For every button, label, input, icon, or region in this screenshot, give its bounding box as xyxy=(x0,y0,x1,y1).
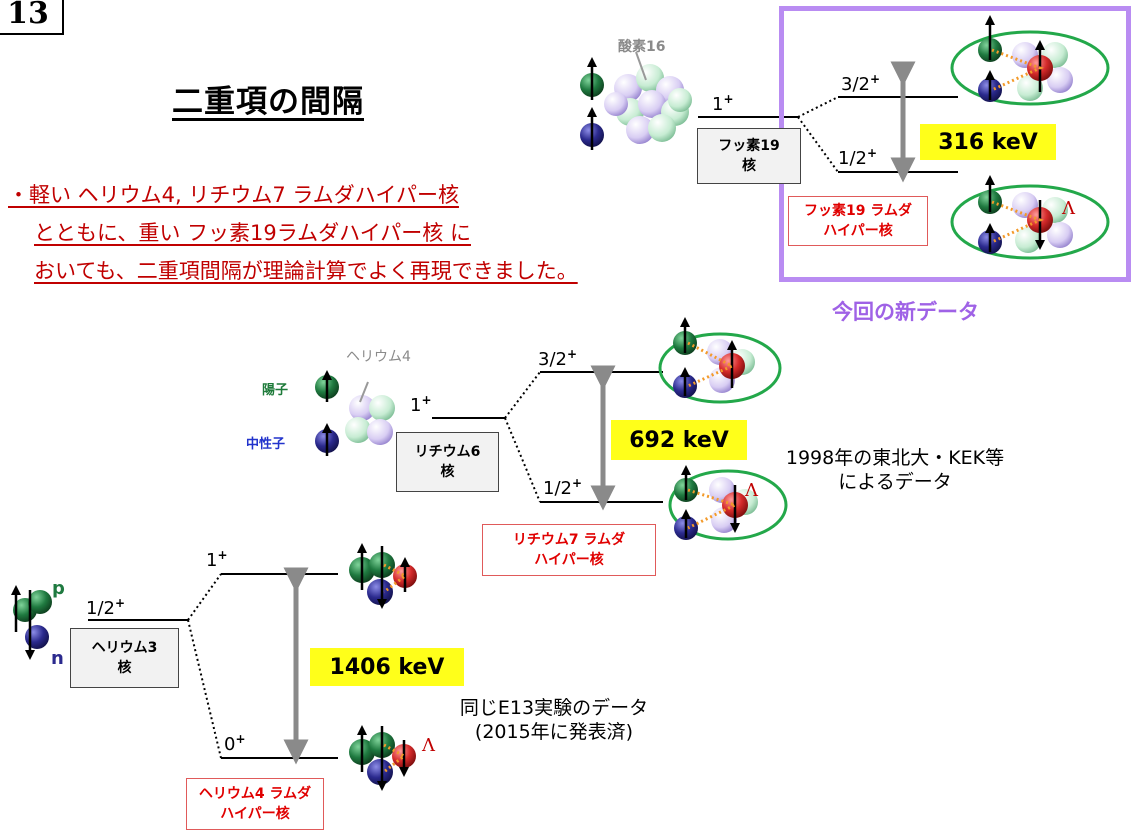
helium-lower-level: 0+ xyxy=(224,732,246,755)
lithium-hyper-upper xyxy=(658,317,782,404)
legend-proton-label: 陽子 xyxy=(262,383,289,398)
summary-line-1: ・軽い ヘリウム4, リチウム7 ラムダハイパー核 xyxy=(8,183,459,207)
summary-line-2: とともに、重い フッ素19ラムダハイパー核 に xyxy=(34,221,471,245)
helium-source-note: 同じE13実験のデータ(2015年に発表済) xyxy=(459,697,649,743)
fluorine-hyper-lower xyxy=(950,175,1110,260)
fluorine-hyper-upper xyxy=(950,15,1110,106)
slide-title: 二重項の間隔 xyxy=(172,84,364,120)
fluorine-upper-level: 3/2+ xyxy=(841,72,881,95)
lithium-lambda-symbol: Λ xyxy=(745,480,758,501)
oxygen16-cluster xyxy=(604,51,692,144)
lithium-source-note: 1998年の東北大・KEK等によるデータ xyxy=(785,447,1005,493)
helium-core-level: 1/2+ xyxy=(86,596,126,619)
helium4-hyper-box: ヘリウム4 ラムダハイパー核 xyxy=(186,778,324,830)
legend-n-symbol: n xyxy=(51,648,64,669)
legend-neutron-ball xyxy=(315,423,339,456)
fluorine-lower-level: 1/2+ xyxy=(838,146,878,169)
summary-text: ・軽い ヘリウム4, リチウム7 ラムダハイパー核 とともに、重い フッ素19ラ… xyxy=(8,176,578,290)
lithium-core-level: 1+ xyxy=(410,393,432,416)
helium-levels xyxy=(88,573,338,759)
lithium-energy-label: 692 keV xyxy=(611,420,747,460)
lithium-lower-level: 1/2+ xyxy=(543,476,583,499)
oxygen16-label: 酸素16 xyxy=(618,39,666,55)
fluorine-core-level: 1+ xyxy=(712,92,734,115)
fluorine19-hyper-box: フッ素19 ラムダハイパー核 xyxy=(788,196,928,246)
lithium-hyper-lower xyxy=(668,465,788,541)
helium3-nucleons xyxy=(11,585,52,660)
fluorine-lambda-symbol: Λ xyxy=(1062,198,1075,219)
fluorine-energy-label: 316 keV xyxy=(920,124,1056,160)
new-data-label: 今回の新データ xyxy=(832,300,979,324)
slide-number: 13 xyxy=(0,0,64,35)
summary-line-3: おいても、二重項間隔が理論計算でよく再現できました。 xyxy=(34,259,578,283)
fluorine-core-neutron xyxy=(580,107,604,150)
lithium7-hyper-box: リチウム7 ラムダハイパー核 xyxy=(482,524,656,576)
helium-hyper-upper xyxy=(349,543,417,609)
legend-p-symbol: p xyxy=(52,578,65,599)
fluorine-core-proton xyxy=(580,57,604,100)
helium4-cluster xyxy=(345,381,395,445)
helium-hyper-lower xyxy=(349,725,416,791)
legend-neutron-label: 中性子 xyxy=(246,437,286,452)
helium-upper-level: 1+ xyxy=(206,548,228,571)
helium4-core-label: ヘリウム4 xyxy=(346,349,411,365)
legend-proton-ball xyxy=(315,370,339,402)
lithium-upper-level: 3/2+ xyxy=(538,347,578,370)
helium-energy-label: 1406 keV xyxy=(310,648,464,686)
helium-lambda-symbol: Λ xyxy=(422,735,435,756)
